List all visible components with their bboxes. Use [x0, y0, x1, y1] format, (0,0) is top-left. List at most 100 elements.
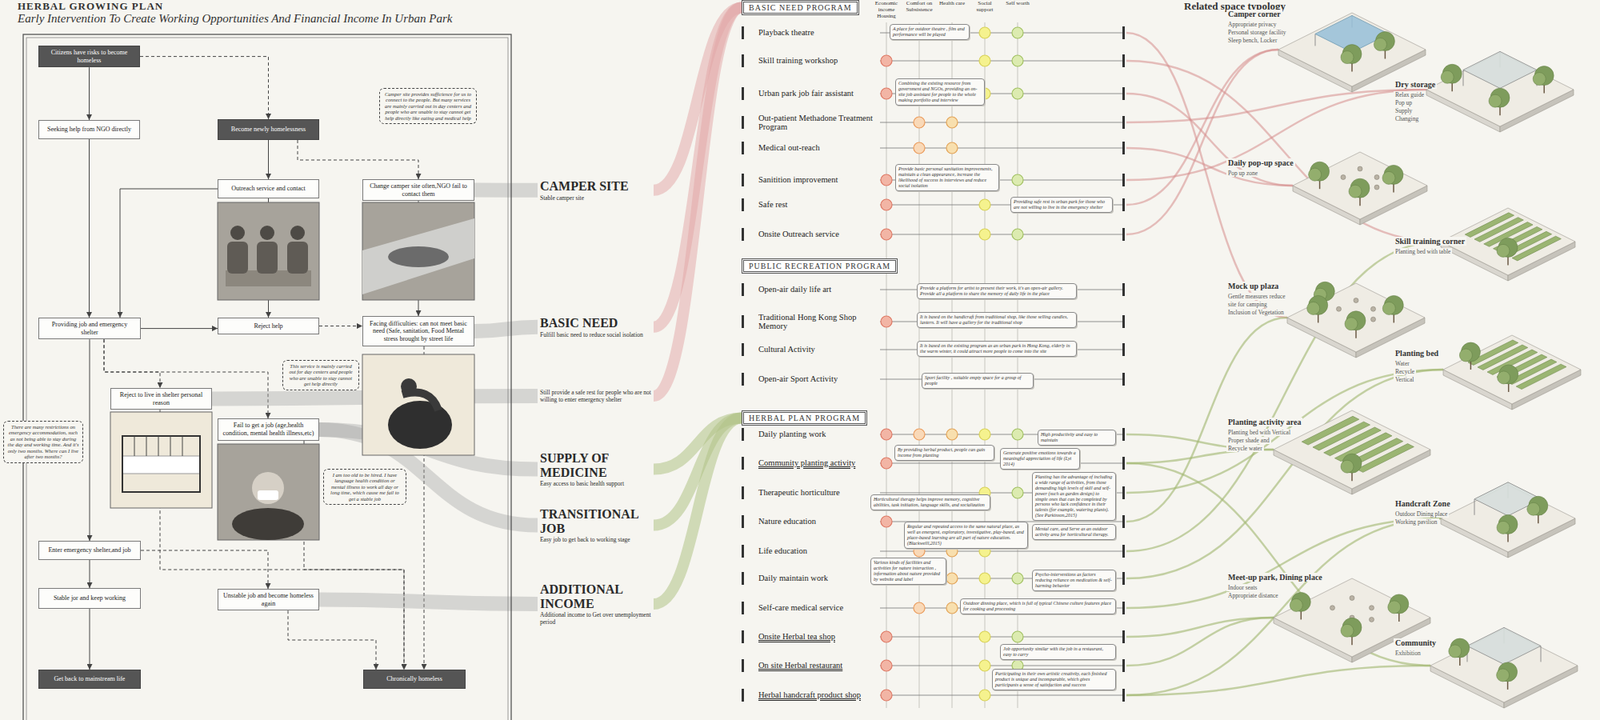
value-dot [1012, 174, 1024, 186]
column-header: Economic income [870, 0, 903, 13]
space-typology-model [1273, 578, 1431, 663]
node-text: Participating in their own artistic crea… [995, 671, 1113, 688]
program-note: Mental care, and Serve as an outdoor act… [1032, 524, 1116, 540]
program-row: Medical out-reach [758, 143, 820, 153]
row-end-tick [1122, 198, 1125, 212]
program-row: Daily planting work [758, 429, 827, 440]
value-dot [979, 199, 991, 211]
value-dot [979, 572, 991, 584]
leader-curve [1126, 32, 1288, 318]
photo-mask [257, 490, 279, 500]
typology-note: Pop up zone [1226, 169, 1260, 177]
value-dot [913, 142, 925, 154]
end-box: Chronically homeless [363, 669, 466, 689]
program-note: It is based on the existing program as a… [916, 340, 1077, 357]
program-note: A place for outdoor theatre , film and p… [889, 24, 970, 40]
tree-canopy [1496, 244, 1510, 257]
tree-canopy [1382, 301, 1396, 315]
node-text: Fail to get a job (age,health condition,… [222, 421, 315, 437]
value-dot [880, 457, 892, 469]
typology-note: Sleep bench, Locker [1226, 36, 1279, 44]
grid-line [886, 22, 888, 708]
photo-frame [362, 354, 475, 456]
value-dot [880, 228, 892, 240]
row-end-tick [1122, 428, 1125, 441]
program-note: Various kinds of facilities and activiti… [870, 557, 947, 585]
typology-note: Exhibition [1393, 649, 1423, 657]
row-end-tick [1122, 630, 1125, 644]
photo-rail [170, 436, 172, 456]
leader-curve [1126, 617, 1274, 637]
flow-arrow [89, 560, 91, 588]
space-typology-model [1440, 482, 1576, 558]
row-end-tick [1122, 515, 1125, 528]
value-dot [880, 55, 892, 67]
row-tick [741, 198, 744, 212]
flow-arrow [297, 140, 419, 180]
typology-name: Dry storage [1393, 80, 1437, 89]
tree-canopy [1496, 668, 1510, 682]
program-note: Provide a platform for artist to present… [916, 283, 1077, 300]
node-text: Stable jor and keep working [53, 594, 126, 603]
typology-name: Daily pop-up space [1226, 158, 1296, 168]
column-header: Comfort on Subsistence [903, 0, 936, 13]
category-band: TRANSITIONAL JOBEasy job to get back to … [537, 505, 654, 545]
typology-note: Recycle water [1226, 444, 1264, 452]
value-dot [880, 199, 892, 211]
row-tick [741, 173, 744, 187]
tree-canopy [1488, 94, 1502, 108]
row-line [880, 60, 1124, 62]
end-box: Get back to mainstream life [38, 669, 141, 689]
row-end-tick [1122, 315, 1125, 328]
tile-top [1287, 283, 1425, 352]
program-row: Onsite Outreach service [758, 229, 840, 240]
program-row: Onsite Herbal tea shop [758, 632, 836, 642]
row-tick [741, 456, 744, 470]
node-text: Get back to mainstream life [54, 675, 126, 684]
process-box: Unstable job and become homeless again [217, 588, 320, 611]
row-tick [741, 372, 744, 386]
node-text: Become newly homelessness [231, 125, 306, 134]
typology-name: Mock up plaza [1226, 281, 1280, 291]
node-text: ADDITIONAL INCOME [540, 582, 652, 611]
photo-frame [217, 444, 320, 540]
row-end-tick [1122, 572, 1125, 585]
tree-canopy [1340, 51, 1354, 64]
program-row: Safe rest [758, 200, 788, 210]
program-note: Outdoor dinning place, which is full of … [960, 598, 1116, 615]
post [1474, 499, 1476, 516]
flow-arrow [88, 67, 90, 120]
node-text: There are many restrictions on emergency… [7, 424, 80, 460]
row-tick [741, 544, 744, 558]
typology-name: Camper corner [1226, 9, 1283, 19]
value-dot [1012, 228, 1024, 240]
value-dot [1012, 572, 1024, 584]
node-text: Facing difficulties: can not meet basic … [367, 320, 470, 344]
value-dot [880, 631, 892, 643]
node-text: Provide basic personal sanitation improv… [898, 166, 996, 189]
tree-canopy [1532, 72, 1546, 86]
space-typology-model [1443, 335, 1581, 410]
leader-curve [1126, 60, 1441, 242]
node-text: Provide a platform for artist to present… [920, 285, 1074, 297]
tree-canopy [1340, 460, 1354, 473]
photo [110, 412, 212, 508]
value-dot [880, 316, 892, 328]
row-end-tick [1122, 116, 1125, 129]
program-row: Traditional Hong Kong Shop Memory [758, 312, 877, 332]
tree-canopy [1308, 168, 1322, 181]
post [1540, 645, 1542, 662]
tree-canopy [1289, 598, 1303, 612]
row-end-tick [1122, 688, 1125, 702]
photo-head [252, 472, 284, 504]
note-box: Camper site provides sufficience for us … [379, 88, 477, 124]
node-text: Generate positive emotions towards a mea… [1003, 450, 1077, 468]
row-line [880, 636, 1124, 638]
row-tick [741, 116, 744, 129]
photo-body [287, 241, 308, 274]
row-end-tick [1122, 141, 1125, 155]
value-dot [979, 428, 991, 440]
photo-blanket [388, 246, 449, 268]
frame-inner [26, 37, 508, 720]
